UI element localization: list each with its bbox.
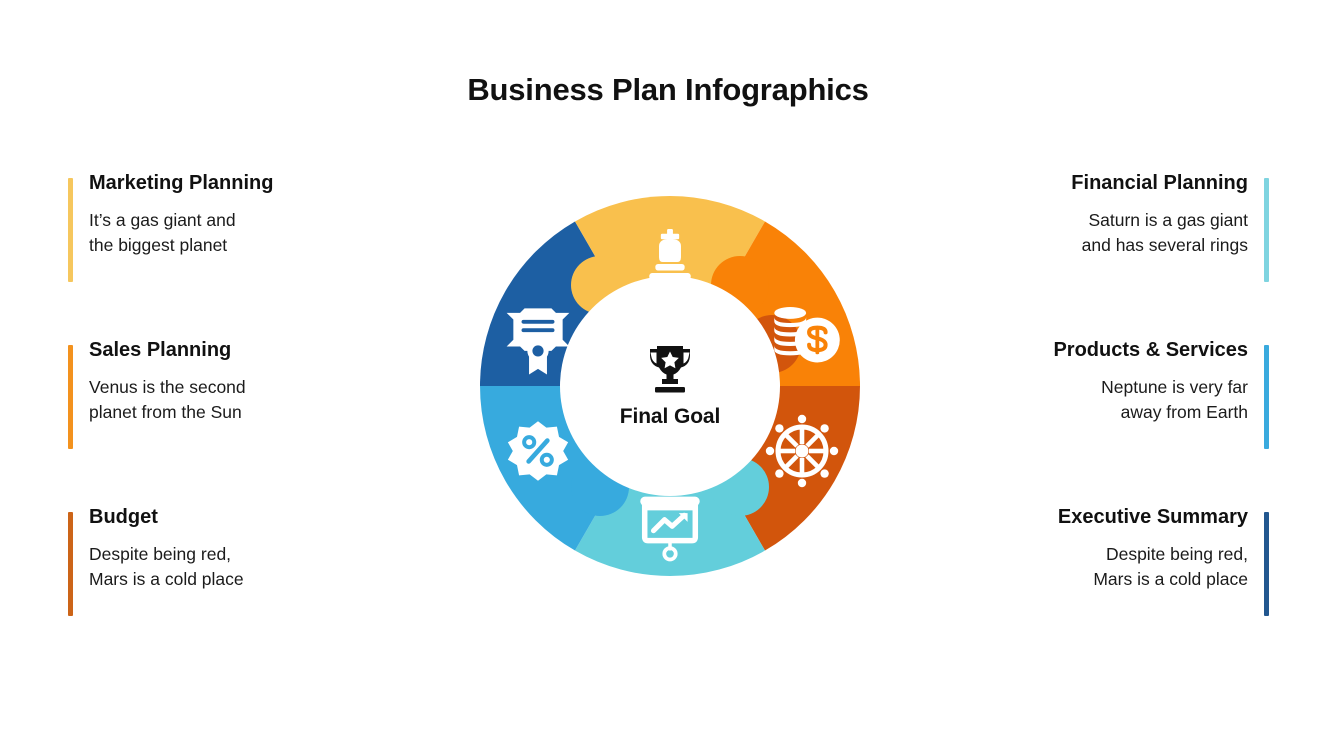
accent-bar-marketing-planning	[68, 178, 73, 282]
accent-bar-products-services	[1264, 345, 1269, 449]
entry-description-financial-planning: Saturn is a gas giant and has several ri…	[1081, 210, 1248, 256]
info-entry-executive-summary[interactable]: Executive Summary Despite being red, Mar…	[935, 506, 1275, 622]
chess-king-icon	[638, 229, 702, 294]
entry-description-budget: Despite being red, Mars is a cold place	[89, 544, 244, 590]
entry-title-budget: Budget	[89, 506, 158, 528]
ship-wheel-icon	[765, 414, 839, 488]
info-entry-marketing-planning[interactable]: Marketing Planning It’s a gas giant and …	[62, 172, 402, 288]
entry-title-financial-planning: Financial Planning	[1071, 172, 1248, 194]
info-entry-budget[interactable]: Budget Despite being red, Mars is a cold…	[62, 506, 402, 622]
entry-title-sales-planning: Sales Planning	[89, 339, 232, 361]
accent-bar-financial-planning	[1264, 178, 1269, 282]
entry-title-executive-summary: Executive Summary	[1057, 506, 1248, 528]
certificate-icon	[506, 308, 570, 375]
info-entry-products-services[interactable]: Products & Services Neptune is very far …	[935, 339, 1275, 455]
puzzle-wheel-diagram: Final Goal	[452, 168, 888, 604]
entry-title-products-services: Products & Services	[1053, 339, 1248, 361]
percent-badge-icon	[507, 421, 569, 481]
accent-bar-executive-summary	[1264, 512, 1269, 616]
entry-description-products-services: Neptune is very far away from Earth	[1101, 377, 1248, 423]
page-title: Business Plan Infographics	[467, 72, 869, 107]
coins-dollar-icon	[774, 307, 840, 363]
entry-title-marketing-planning: Marketing Planning	[89, 172, 274, 194]
entry-description-executive-summary: Despite being red, Mars is a cold place	[1093, 544, 1248, 590]
entry-description-marketing-planning: It’s a gas giant and the biggest planet	[89, 210, 236, 256]
info-entry-sales-planning[interactable]: Sales Planning Venus is the second plane…	[62, 339, 402, 455]
wheel-svg	[480, 195, 860, 577]
wheel-segment-discount[interactable]	[480, 386, 670, 551]
info-entry-financial-planning[interactable]: Financial Planning Saturn is a gas giant…	[935, 172, 1275, 288]
chart-board-icon	[640, 496, 700, 562]
right-text-column: Financial Planning Saturn is a gas giant…	[935, 172, 1275, 622]
left-text-column: Marketing Planning It’s a gas giant and …	[62, 172, 402, 622]
accent-bar-sales-planning	[68, 345, 73, 449]
wheel-segment-presentation[interactable]	[575, 386, 769, 577]
entry-description-sales-planning: Venus is the second planet from the Sun	[89, 377, 246, 423]
accent-bar-budget	[68, 512, 73, 616]
